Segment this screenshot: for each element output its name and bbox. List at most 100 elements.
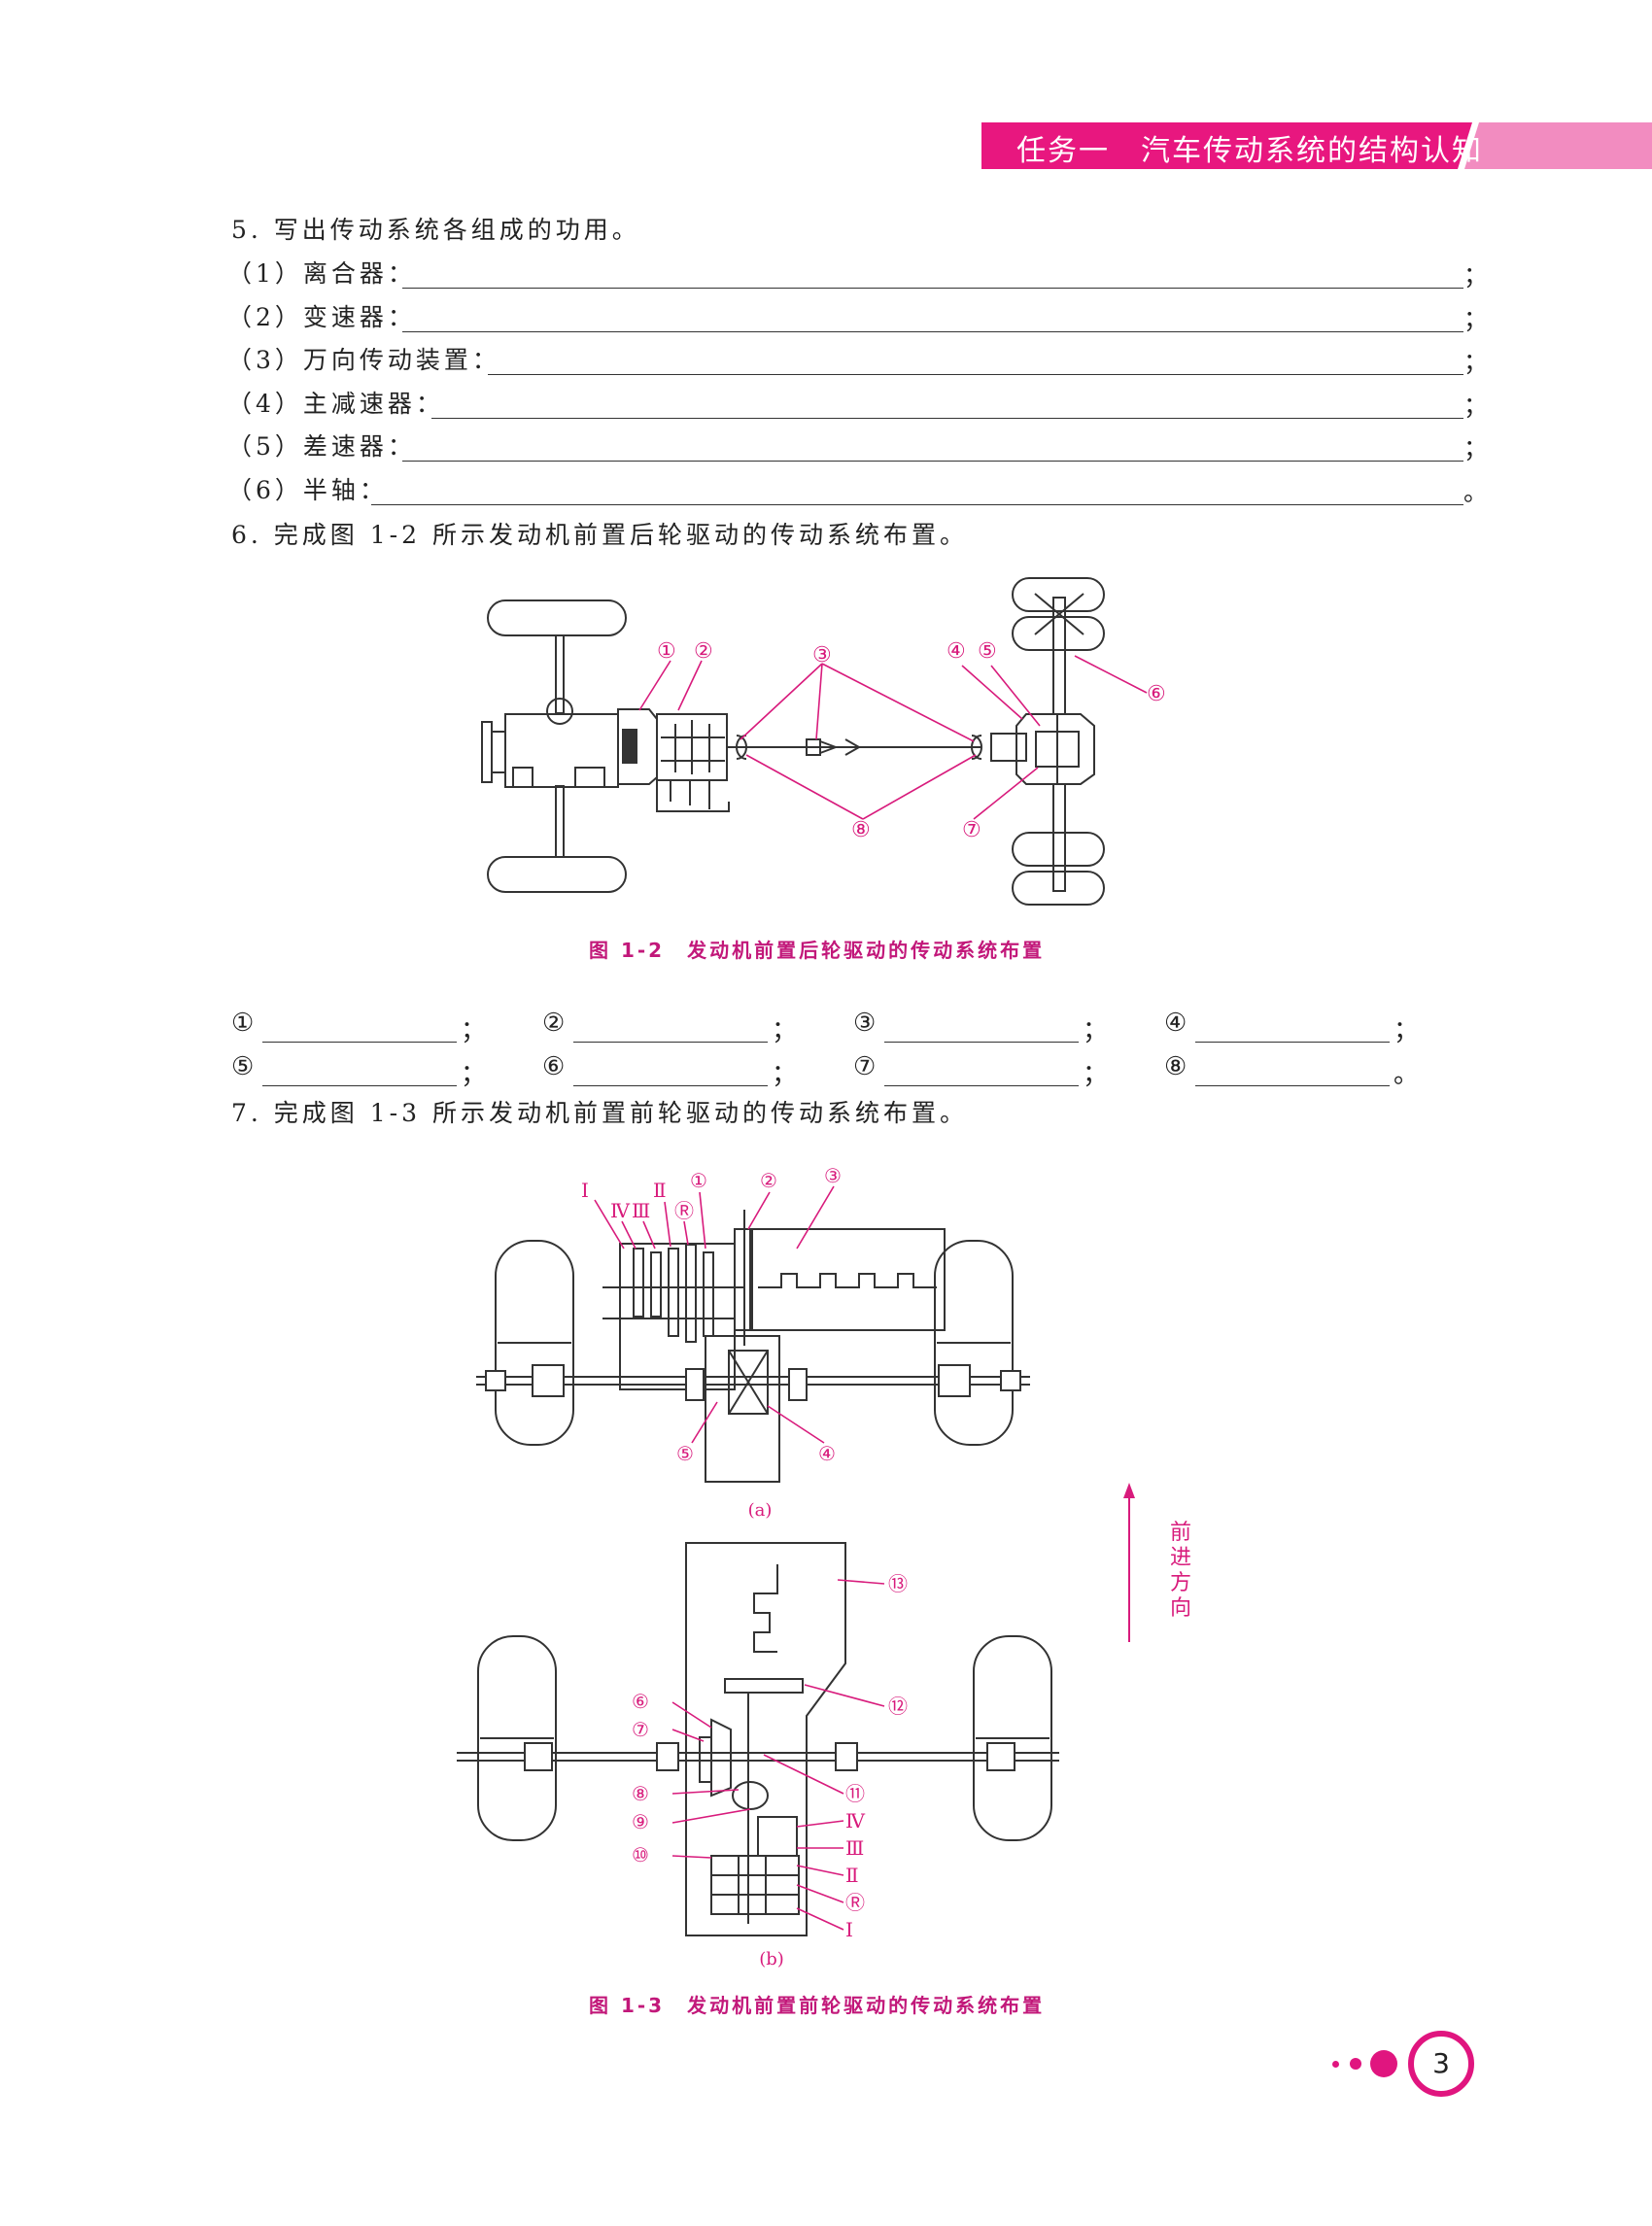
q5-item-6-blank[interactable]	[371, 504, 1463, 505]
b-callout-6: ⑥	[632, 1690, 649, 1713]
callout-3: ③	[812, 643, 832, 668]
front-right-wheel	[487, 856, 627, 893]
q6-title: 6. 完成图 1-2 所示发动机前置后轮驱动的传动系统布置。	[231, 521, 968, 549]
answer-end-7: ；	[1083, 1060, 1109, 1089]
header-banner: 任务一 汽车传动系统的结构认知	[981, 122, 1652, 169]
q5-item-3-blank[interactable]	[488, 374, 1463, 375]
figure-1-3a-fwd-layout: Ⅰ Ⅳ Ⅲ Ⅱ Ⓡ ① ② ③ ④ ⑤ (a)	[476, 1164, 1030, 1521]
figure-1-3-sub-a: (a)	[748, 1500, 773, 1521]
rear-half-shaft-lower	[1052, 783, 1066, 892]
q5-item-4-label: （4）主减速器：	[227, 390, 444, 418]
b-callout-II: Ⅱ	[845, 1864, 859, 1887]
engine-block	[504, 713, 619, 788]
engine	[749, 1228, 946, 1331]
a-callout-5: ⑤	[676, 1442, 694, 1465]
rear-half-shaft-upper	[1052, 597, 1066, 715]
answer-num-3: ③	[853, 1009, 877, 1038]
answer-end-5: ；	[461, 1060, 487, 1089]
b-callout-13: ⑬	[888, 1572, 908, 1595]
answer-blank-8[interactable]	[1195, 1085, 1390, 1086]
answer-blank-2[interactable]	[573, 1042, 768, 1043]
answer-num-5: ⑤	[231, 1052, 255, 1081]
gearbox	[619, 1243, 736, 1390]
q5-item-2-end: ；	[1463, 305, 1489, 333]
q5-item-2-blank[interactable]	[402, 331, 1463, 332]
answer-end-2: ；	[772, 1016, 798, 1045]
deco-dot-large	[1370, 2050, 1397, 2077]
answer-blank-1[interactable]	[262, 1042, 457, 1043]
q5-item-6-end: 。	[1463, 478, 1489, 506]
b-callout-R: Ⓡ	[845, 1891, 865, 1914]
figure-1-2-caption: 图 1-2 发动机前置后轮驱动的传动系统布置	[589, 939, 1046, 962]
forward-direction-label: 前进方向	[1170, 1521, 1192, 1621]
answer-end-4: ；	[1394, 1016, 1420, 1045]
answer-blank-5[interactable]	[262, 1085, 457, 1086]
q5-item-5-end: ；	[1463, 434, 1489, 462]
answer-blank-6[interactable]	[573, 1085, 768, 1086]
a-callout-IV: Ⅳ	[610, 1199, 631, 1222]
answer-num-4: ④	[1164, 1009, 1187, 1038]
answer-num-6: ⑥	[542, 1052, 566, 1081]
b-callout-IV: Ⅳ	[845, 1809, 866, 1832]
callout-4: ④	[946, 639, 966, 664]
figure-1-2-rwd-layout: ① ② ③ ④ ⑤ ⑥ ⑦ ⑧	[481, 577, 1166, 906]
figure-1-3-caption: 图 1-3 发动机前置前轮驱动的传动系统布置	[589, 1994, 1046, 2017]
answer-num-1: ①	[231, 1009, 255, 1038]
b-callout-7: ⑦	[632, 1718, 649, 1741]
a-callout-3: ③	[824, 1164, 842, 1187]
a-callout-I: Ⅰ	[581, 1179, 589, 1202]
q5-title: 5. 写出传动系统各组成的功用。	[231, 216, 640, 244]
callout-2: ②	[694, 639, 713, 664]
page-number: 3	[1408, 2031, 1474, 2097]
figure-1-3b-fwd-layout: ⑬ ⑫ ⑥ ⑦ ⑧ ⑨ ⑩ ⑪ Ⅳ Ⅲ Ⅱ Ⓡ Ⅰ (b)	[457, 1542, 1059, 1969]
answer-end-8: 。	[1394, 1060, 1420, 1089]
answer-num-7: ⑦	[853, 1052, 877, 1081]
forward-direction-arrow	[1123, 1483, 1135, 1642]
answer-end-6: ；	[772, 1060, 798, 1089]
q5-item-4-blank[interactable]	[431, 418, 1463, 419]
a-callout-1: ①	[690, 1169, 707, 1192]
callout-8: ⑧	[851, 818, 871, 842]
deco-dot-small	[1332, 2061, 1339, 2068]
answer-blank-4[interactable]	[1195, 1042, 1390, 1043]
callout-7: ⑦	[962, 818, 981, 842]
engine-block	[685, 1542, 846, 1936]
q7-title: 7. 完成图 1-3 所示发动机前置前轮驱动的传动系统布置。	[231, 1099, 968, 1127]
answer-blank-7[interactable]	[884, 1085, 1079, 1086]
answer-num-8: ⑧	[1164, 1052, 1187, 1081]
header-title: 任务一 汽车传动系统的结构认知	[1016, 134, 1483, 168]
answer-end-3: ；	[1083, 1016, 1109, 1045]
b-callout-10: ⑩	[632, 1843, 649, 1866]
q5-item-1-end: ；	[1463, 261, 1489, 290]
a-callout-III: Ⅲ	[632, 1199, 650, 1222]
q5-item-4-end: ；	[1463, 392, 1489, 420]
a-callout-II: Ⅱ	[653, 1179, 667, 1202]
b-callout-8: ⑧	[632, 1782, 649, 1805]
banner-shape	[981, 122, 1652, 169]
b-callout-9: ⑨	[632, 1810, 649, 1833]
q5-item-3-end: ；	[1463, 348, 1489, 376]
q5-item-1-label: （1）离合器：	[227, 259, 416, 288]
b-callout-12: ⑫	[888, 1695, 908, 1718]
answer-end-1: ；	[461, 1016, 487, 1045]
b-callout-III: Ⅲ	[845, 1836, 864, 1860]
q5-item-2-label: （2）变速器：	[227, 303, 416, 331]
answer-num-2: ②	[542, 1009, 566, 1038]
deco-dot-medium	[1350, 2058, 1361, 2070]
a-callout-4: ④	[818, 1442, 836, 1465]
callout-6: ⑥	[1147, 682, 1166, 706]
q5-item-1-blank[interactable]	[402, 288, 1463, 289]
figure-1-3-sub-b: (b)	[759, 1949, 784, 1969]
callout-5: ⑤	[978, 639, 997, 664]
b-callout-I: Ⅰ	[845, 1918, 853, 1941]
answer-blank-3[interactable]	[884, 1042, 1079, 1043]
a-callout-R: Ⓡ	[674, 1199, 694, 1222]
b-callout-11: ⑪	[845, 1782, 865, 1805]
q5-item-5-label: （5）差速器：	[227, 432, 416, 461]
a-callout-2: ②	[760, 1169, 777, 1192]
callout-1: ①	[657, 639, 676, 664]
q5-item-3-label: （3）万向传动装置：	[227, 346, 500, 374]
front-left-wheel	[487, 599, 627, 636]
q5-item-6-label: （6）半轴：	[227, 476, 388, 504]
q5-item-5-blank[interactable]	[402, 461, 1463, 462]
